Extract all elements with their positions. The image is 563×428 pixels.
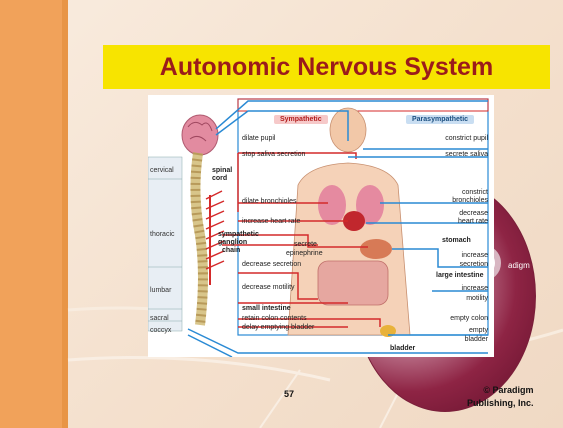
ganglion-chain-label-2: ganglion	[218, 239, 247, 247]
spinal-cord-label-2: cord	[212, 175, 227, 183]
para-bronchioles: bronchioles	[452, 197, 488, 205]
para-empty-colon: empty colon	[450, 315, 488, 323]
para-constrict-pupil: constrict pupil	[445, 135, 488, 143]
parasympathetic-header: Parasympathetic	[406, 115, 474, 124]
para-decrease: decrease	[459, 210, 488, 218]
para-motility: motility	[466, 295, 488, 303]
para-increase-1: increase	[462, 252, 488, 260]
sympathetic-header: Sympathetic	[274, 115, 328, 124]
stomach-label: stomach	[442, 237, 471, 245]
symp-retain-colon: retain colon contents	[242, 315, 307, 323]
spine-region-coccyx: coccyx	[150, 327, 171, 334]
spine-region-thoracic: thoracic	[150, 231, 175, 238]
brain-icon	[182, 115, 218, 155]
ganglion-chain-label-1: sympathetic	[218, 231, 259, 239]
para-empty: empty	[469, 327, 488, 335]
para-heart-rate: heart rate	[458, 218, 488, 226]
symp-epinephrine: epinephrine	[286, 250, 323, 258]
spine-region-sacral: sacral	[150, 315, 169, 322]
intestines-icon	[318, 261, 388, 305]
spine-region-column	[148, 157, 182, 331]
large-intestine-label: large intestine	[436, 272, 483, 280]
symp-dilate-bronchioles: dilate bronchioles	[242, 198, 296, 206]
small-intestine-label: small intestine	[242, 305, 291, 313]
para-secrete-saliva: secrete saliva	[445, 151, 488, 159]
copyright-line-2: Publishing, Inc.	[467, 397, 534, 410]
symp-stop-saliva: stop saliva secretion	[242, 151, 305, 159]
spinal-cord-label-1: spinal	[212, 167, 232, 175]
copyright: © Paradigm Publishing, Inc.	[467, 384, 534, 410]
symp-decrease-motility: decrease motility	[242, 284, 295, 292]
symp-increase-heart-rate: increase heart rate	[242, 218, 300, 226]
page-number: 57	[284, 389, 294, 399]
stomach-icon	[360, 239, 392, 259]
figure-lines	[148, 95, 494, 357]
para-bladder: bladder	[465, 336, 488, 344]
symp-secrete: secrete	[294, 241, 317, 249]
para-secretion: secretion	[460, 261, 488, 269]
autonomic-figure: Sympathetic Parasympathetic cervical tho…	[148, 95, 494, 357]
disc-text: adigm	[508, 261, 530, 270]
symp-decrease-secretion: decrease secretion	[242, 261, 301, 269]
symp-dilate-pupil: dilate pupil	[242, 135, 275, 143]
title-box: Autonomic Nervous System	[103, 45, 550, 89]
copyright-line-1: © Paradigm	[467, 384, 534, 397]
spine-region-cervical: cervical	[150, 167, 174, 174]
symp-delay-bladder: delay emptying bladder	[242, 324, 314, 332]
spine-region-lumbar: lumbar	[150, 287, 171, 294]
para-increase-2: increase	[462, 285, 488, 293]
slide-title: Autonomic Nervous System	[103, 45, 550, 89]
para-constrict: constrict	[462, 189, 488, 197]
ganglion-chain-label-3: chain	[222, 247, 240, 255]
bladder-label: bladder	[390, 345, 415, 353]
